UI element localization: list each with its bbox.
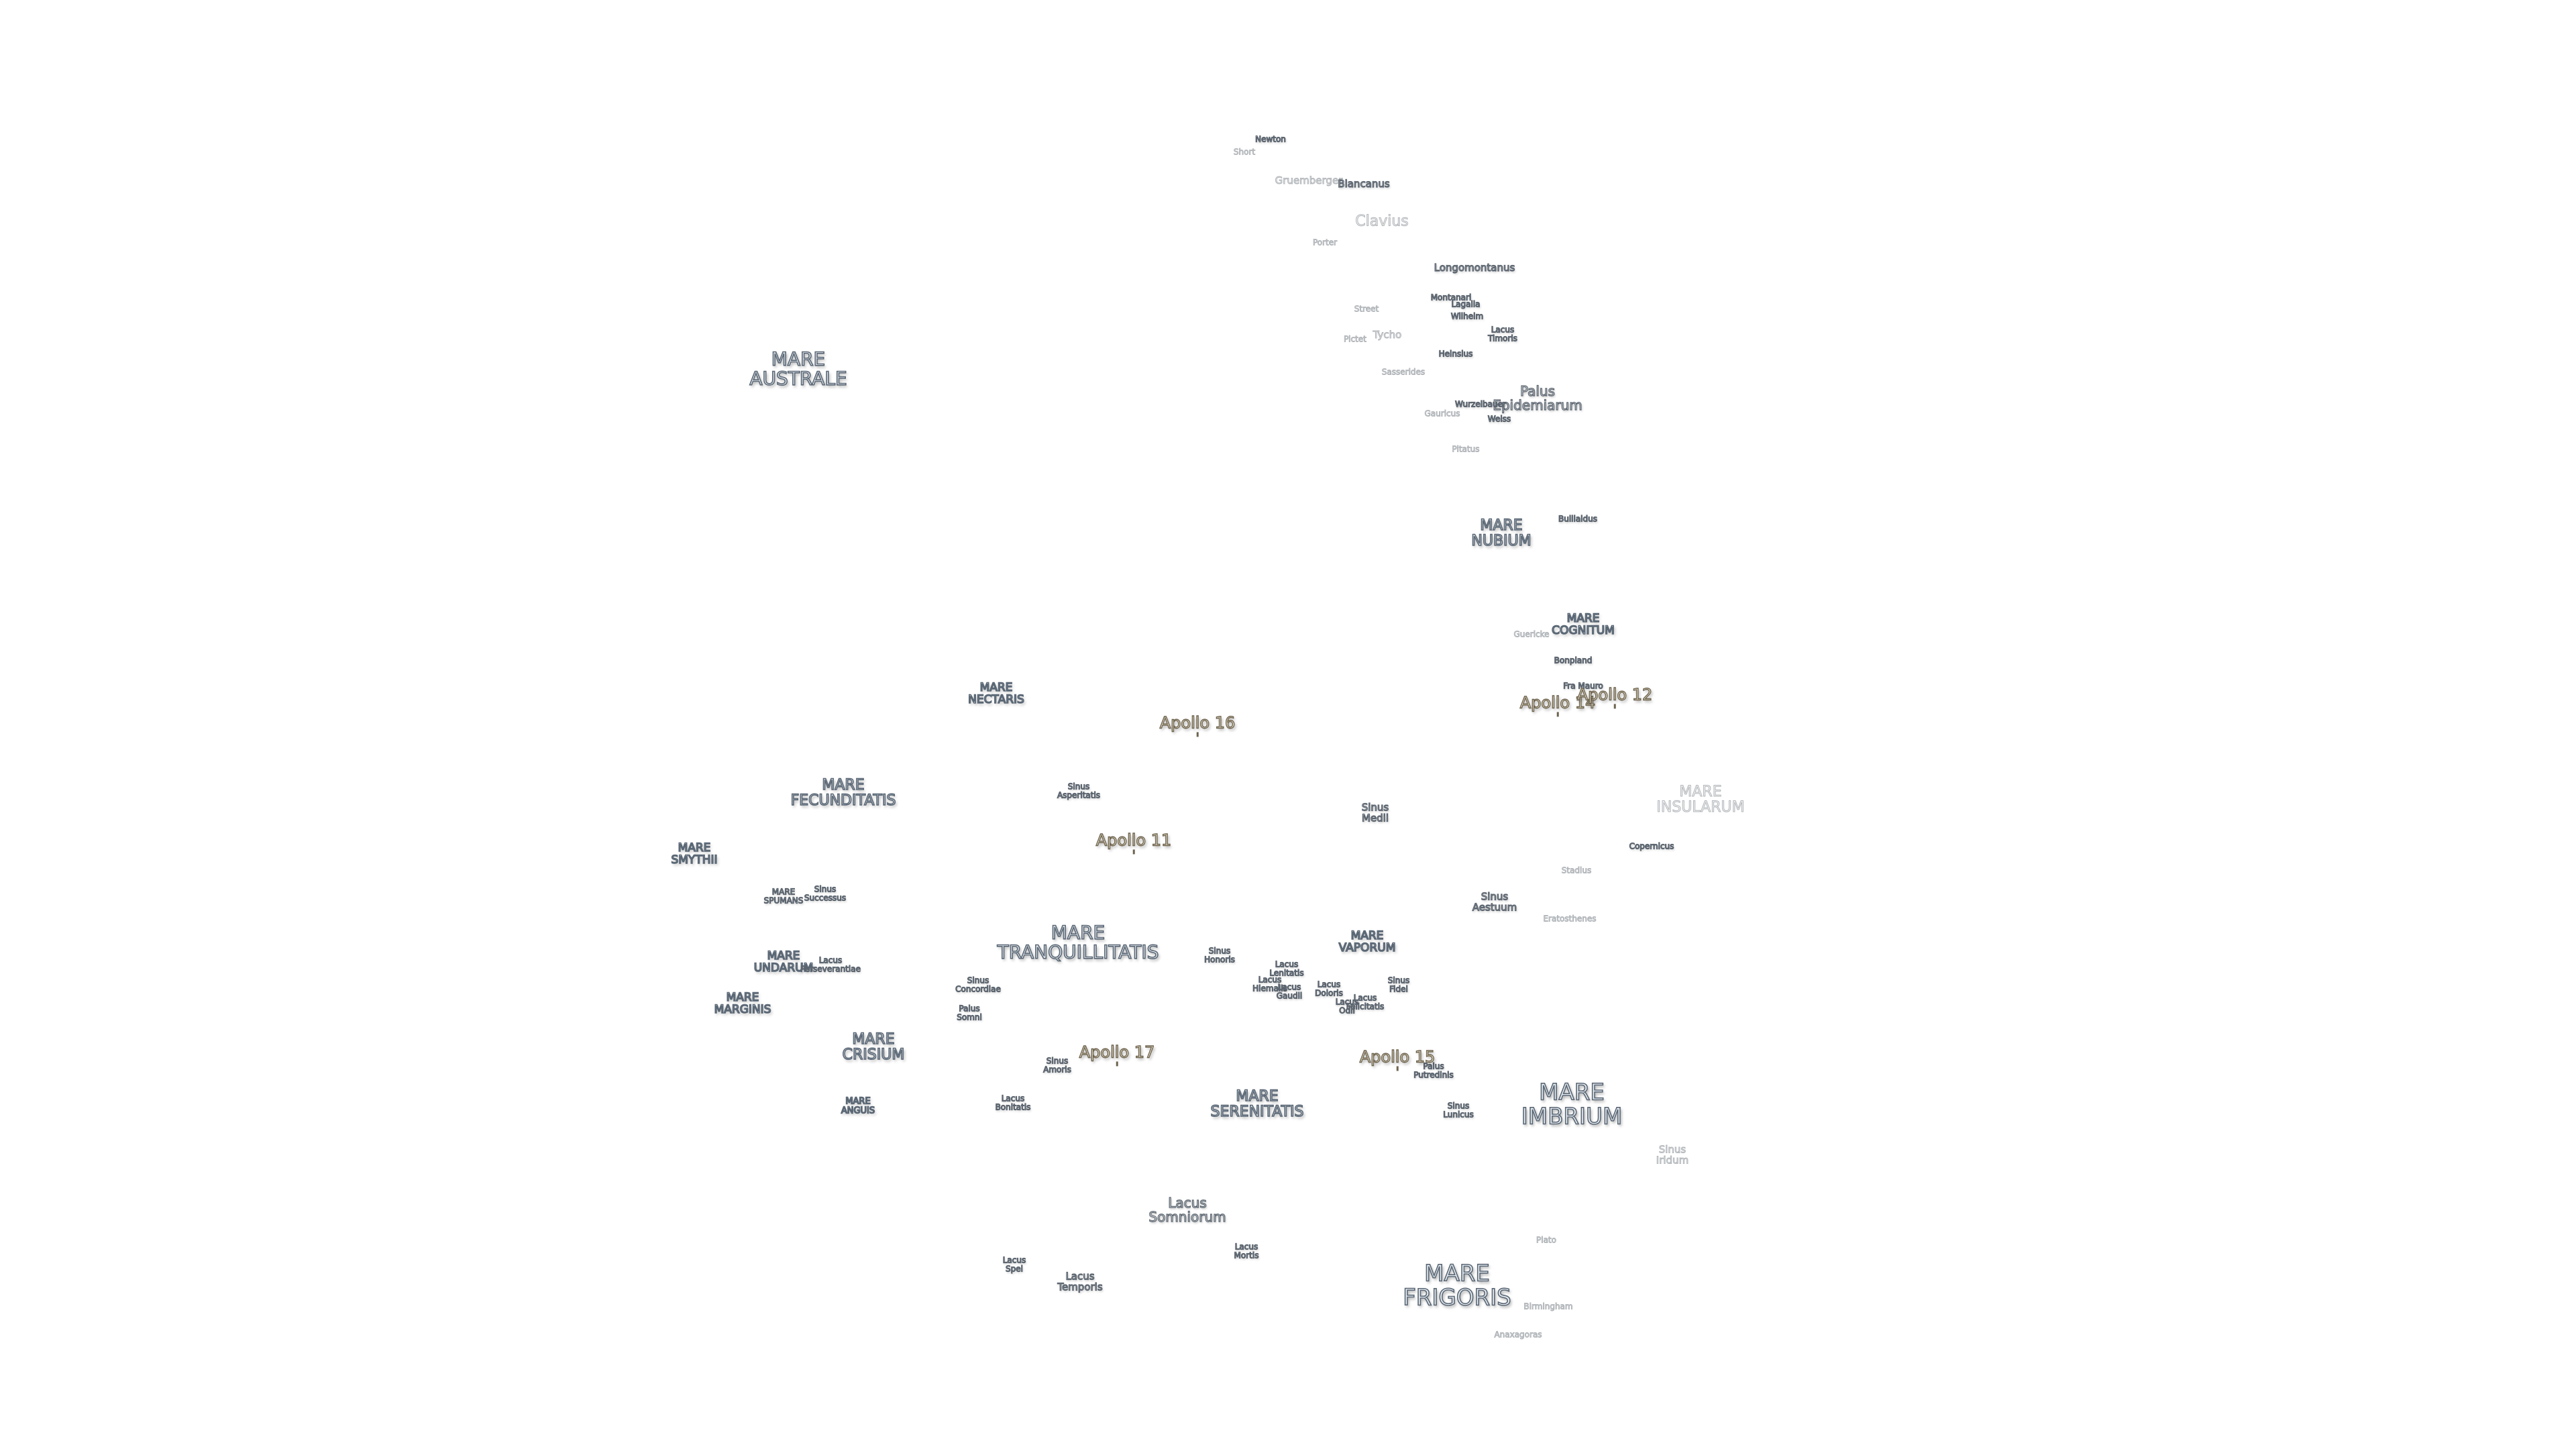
landing-site-apollo-12: Apollo 12 [1576,686,1653,709]
feature-label-porter: Porter [1312,237,1338,248]
landing-site-apollo-17: Apollo 17 [1079,1043,1155,1067]
landing-site-marker [1556,712,1559,717]
feature-label-mare-serenitatis: MARE SERENITATIS [1210,1087,1305,1120]
feature-label-longomontanus: Longomontanus [1434,262,1515,274]
feature-label-wurzelbauer: Wurzelbauer [1454,399,1506,409]
feature-label-mare-cognitum: MARE COGNITUM [1551,612,1615,637]
feature-label-lacus-gaudii: Lacus Gaudii [1276,982,1303,1000]
feature-label-montanari: Montanari [1430,292,1472,303]
landing-site-marker [1613,704,1616,709]
landing-site-apollo-16: Apollo 16 [1159,714,1236,737]
feature-label-lacus-doloris: Lacus Doloris [1315,979,1344,998]
feature-label-sinus-successus: Sinus Successus [804,884,847,902]
feature-label-mare-australe: MARE AUSTRALE [749,347,848,390]
feature-label-guericke: Guericke [1513,629,1550,639]
feature-label-mare-fecunditatis: MARE FECUNDITATIS [790,776,896,809]
feature-label-blancanus: Blancanus [1338,178,1391,191]
feature-label-clavius: Clavius [1355,213,1409,230]
feature-label-lacus-temporis: Lacus Temporis [1057,1270,1104,1293]
feature-label-sinus-concordiae: Sinus Concordiae [955,975,1002,994]
feature-label-mare-imbrium: MARE IMBRIUM [1521,1079,1623,1130]
feature-label-tycho: Tycho [1373,329,1402,341]
landing-site-marker [1132,849,1135,855]
feature-label-plato: Plato [1536,1235,1557,1245]
feature-label-lacus-spei: Lacus Spei [1002,1255,1026,1273]
feature-label-mare-crisium: MARE CRISIUM [842,1030,905,1063]
feature-label-sasserides: Sasserides [1381,367,1426,377]
feature-label-mare-marginis: MARE MARGINIS [714,991,771,1016]
feature-label-palus-somni: Palus Somni [957,1004,983,1022]
feature-label-lagalla: Lagalla [1451,299,1481,309]
feature-label-lacus-perseverantiae: Lacus Perseverantiae [800,955,861,973]
landing-site-apollo-11: Apollo 11 [1095,831,1172,855]
feature-label-copernicus: Copernicus [1629,841,1674,851]
landing-site-apollo-14: Apollo 14 [1519,694,1596,717]
feature-label-mare-smythii: MARE SMYTHII [671,841,718,867]
feature-label-lacus-bonitatis: Lacus Bonitatis [995,1093,1031,1112]
feature-label-weiss: Weiss [1487,414,1511,424]
feature-label-mare-nectaris: MARE NECTARIS [967,681,1024,706]
feature-label-mare-nubium: MARE NUBIUM [1471,517,1532,549]
feature-label-fra-mauro: Fra Mauro [1563,681,1604,691]
feature-label-gruemberger: Gruemberger [1275,174,1343,187]
landing-site-apollo-15: Apollo 15 [1359,1048,1436,1071]
feature-label-short: Short [1233,147,1256,157]
feature-label-lacus-odii: Lacus Odii [1335,997,1359,1015]
feature-label-anaxagoras: Anaxagoras [1494,1330,1542,1340]
feature-label-palus-putredinis: Palus Putredinis [1413,1061,1454,1079]
feature-label-lacus-timoris: Lacus Timoris [1487,325,1517,343]
feature-label-sinus-iridum: Sinus Iridum [1656,1143,1689,1166]
landing-site-marker [1116,1061,1118,1067]
feature-label-mare-spumans: MARE SPUMANS [763,887,804,905]
feature-label-gauricus: Gauricus [1424,409,1460,419]
landing-site-marker [1396,1066,1399,1071]
feature-label-sinus-fidei: Sinus Fidei [1387,975,1410,994]
feature-label-pictet: Pictet [1344,334,1367,344]
feature-label-stadius: Stadius [1561,865,1592,875]
feature-label-sinus-aestuum: Sinus Aestuum [1472,890,1517,913]
feature-label-newton: Newton [1254,134,1286,144]
feature-label-mare-frigoris: MARE FRIGORIS [1402,1260,1511,1311]
feature-label-sinus-honoris: Sinus Honoris [1203,946,1235,964]
feature-label-lacus-felicitatis: Lacus Felicitatis [1346,993,1385,1011]
feature-label-sinus-medii: Sinus Medii [1361,801,1389,824]
feature-label-wilhelm: Wilhelm [1450,311,1484,321]
feature-label-mare-undarum: MARE UNDARUM [753,949,814,975]
feature-label-birmingham: Birmingham [1523,1301,1573,1311]
feature-label-eratosthenes: Eratosthenes [1543,914,1597,924]
feature-label-lacus-lenitatis: Lacus Lenitatis [1269,959,1304,977]
feature-label-bonpland: Bonpland [1554,655,1593,665]
feature-label-heinsius: Heinsius [1438,349,1473,359]
feature-label-mare-insularum: MARE INSULARUM [1656,783,1745,816]
feature-label-sinus-amoris: Sinus Amoris [1043,1056,1072,1074]
feature-label-bullialdus: Bullialdus [1558,514,1598,524]
feature-label-mare-anguis: MARE ANGUIS [841,1096,875,1116]
feature-label-pitatus: Pitatus [1452,444,1480,454]
feature-label-sinus-asperitatis: Sinus Asperitatis [1057,782,1101,800]
feature-label-mare-tranquillitatis: MARE TRANQUILLITATIS [997,921,1159,963]
feature-label-palus-epidemiarum: Palus Epidemiarum [1493,383,1583,413]
feature-label-mare-vaporum: MARE VAPORUM [1338,929,1396,955]
landing-site-marker [1196,732,1199,737]
feature-label-street: Street [1354,304,1379,314]
feature-label-sinus-lunicus: Sinus Lunicus [1443,1101,1474,1119]
feature-label-lacus-mortis: Lacus Mortis [1234,1242,1259,1260]
feature-label-lacus-hiemalis: Lacus Hiemalis [1252,975,1288,993]
feature-label-lacus-somniorum: Lacus Somniorum [1148,1195,1226,1225]
